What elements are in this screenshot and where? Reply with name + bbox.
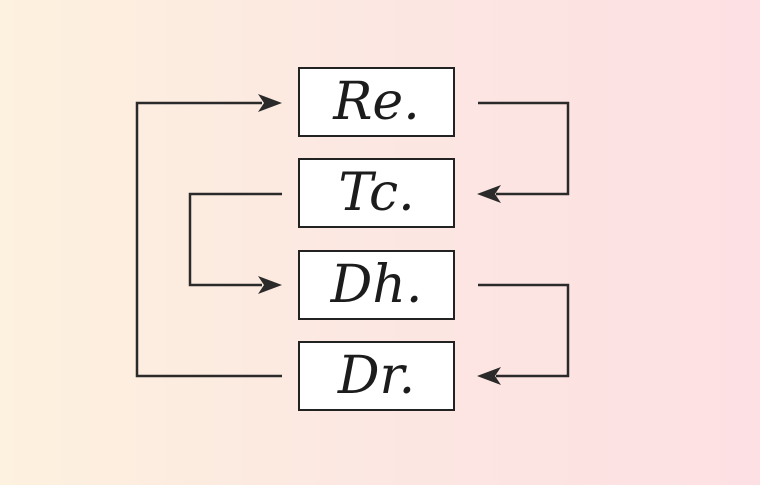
box-dh-label: Dh. [330,255,423,315]
arrow-re-to-tc [477,101,570,203]
box-re: Re. [298,67,455,137]
arrow-tc-to-dh [188,192,282,294]
arrow-dr-to-re-head [258,94,282,112]
arrow-dr-to-re [135,94,282,378]
arrow-tc-to-dh-head [258,276,282,294]
arrow-dh-to-dr [477,283,570,385]
arrow-tc-to-dh-line [188,192,282,287]
box-tc-label: Tc. [338,163,415,223]
arrow-re-to-tc-line [478,101,570,196]
arrow-dr-to-re-line [135,101,282,378]
arrow-dh-to-dr-head [477,367,501,385]
box-dr: Dr. [298,341,455,411]
arrow-dh-to-dr-line [478,283,570,378]
box-re-label: Re. [333,72,420,132]
arrow-re-to-tc-head [477,185,501,203]
box-tc: Tc. [298,158,455,228]
box-dr-label: Dr. [337,346,416,406]
box-dh: Dh. [298,250,455,320]
